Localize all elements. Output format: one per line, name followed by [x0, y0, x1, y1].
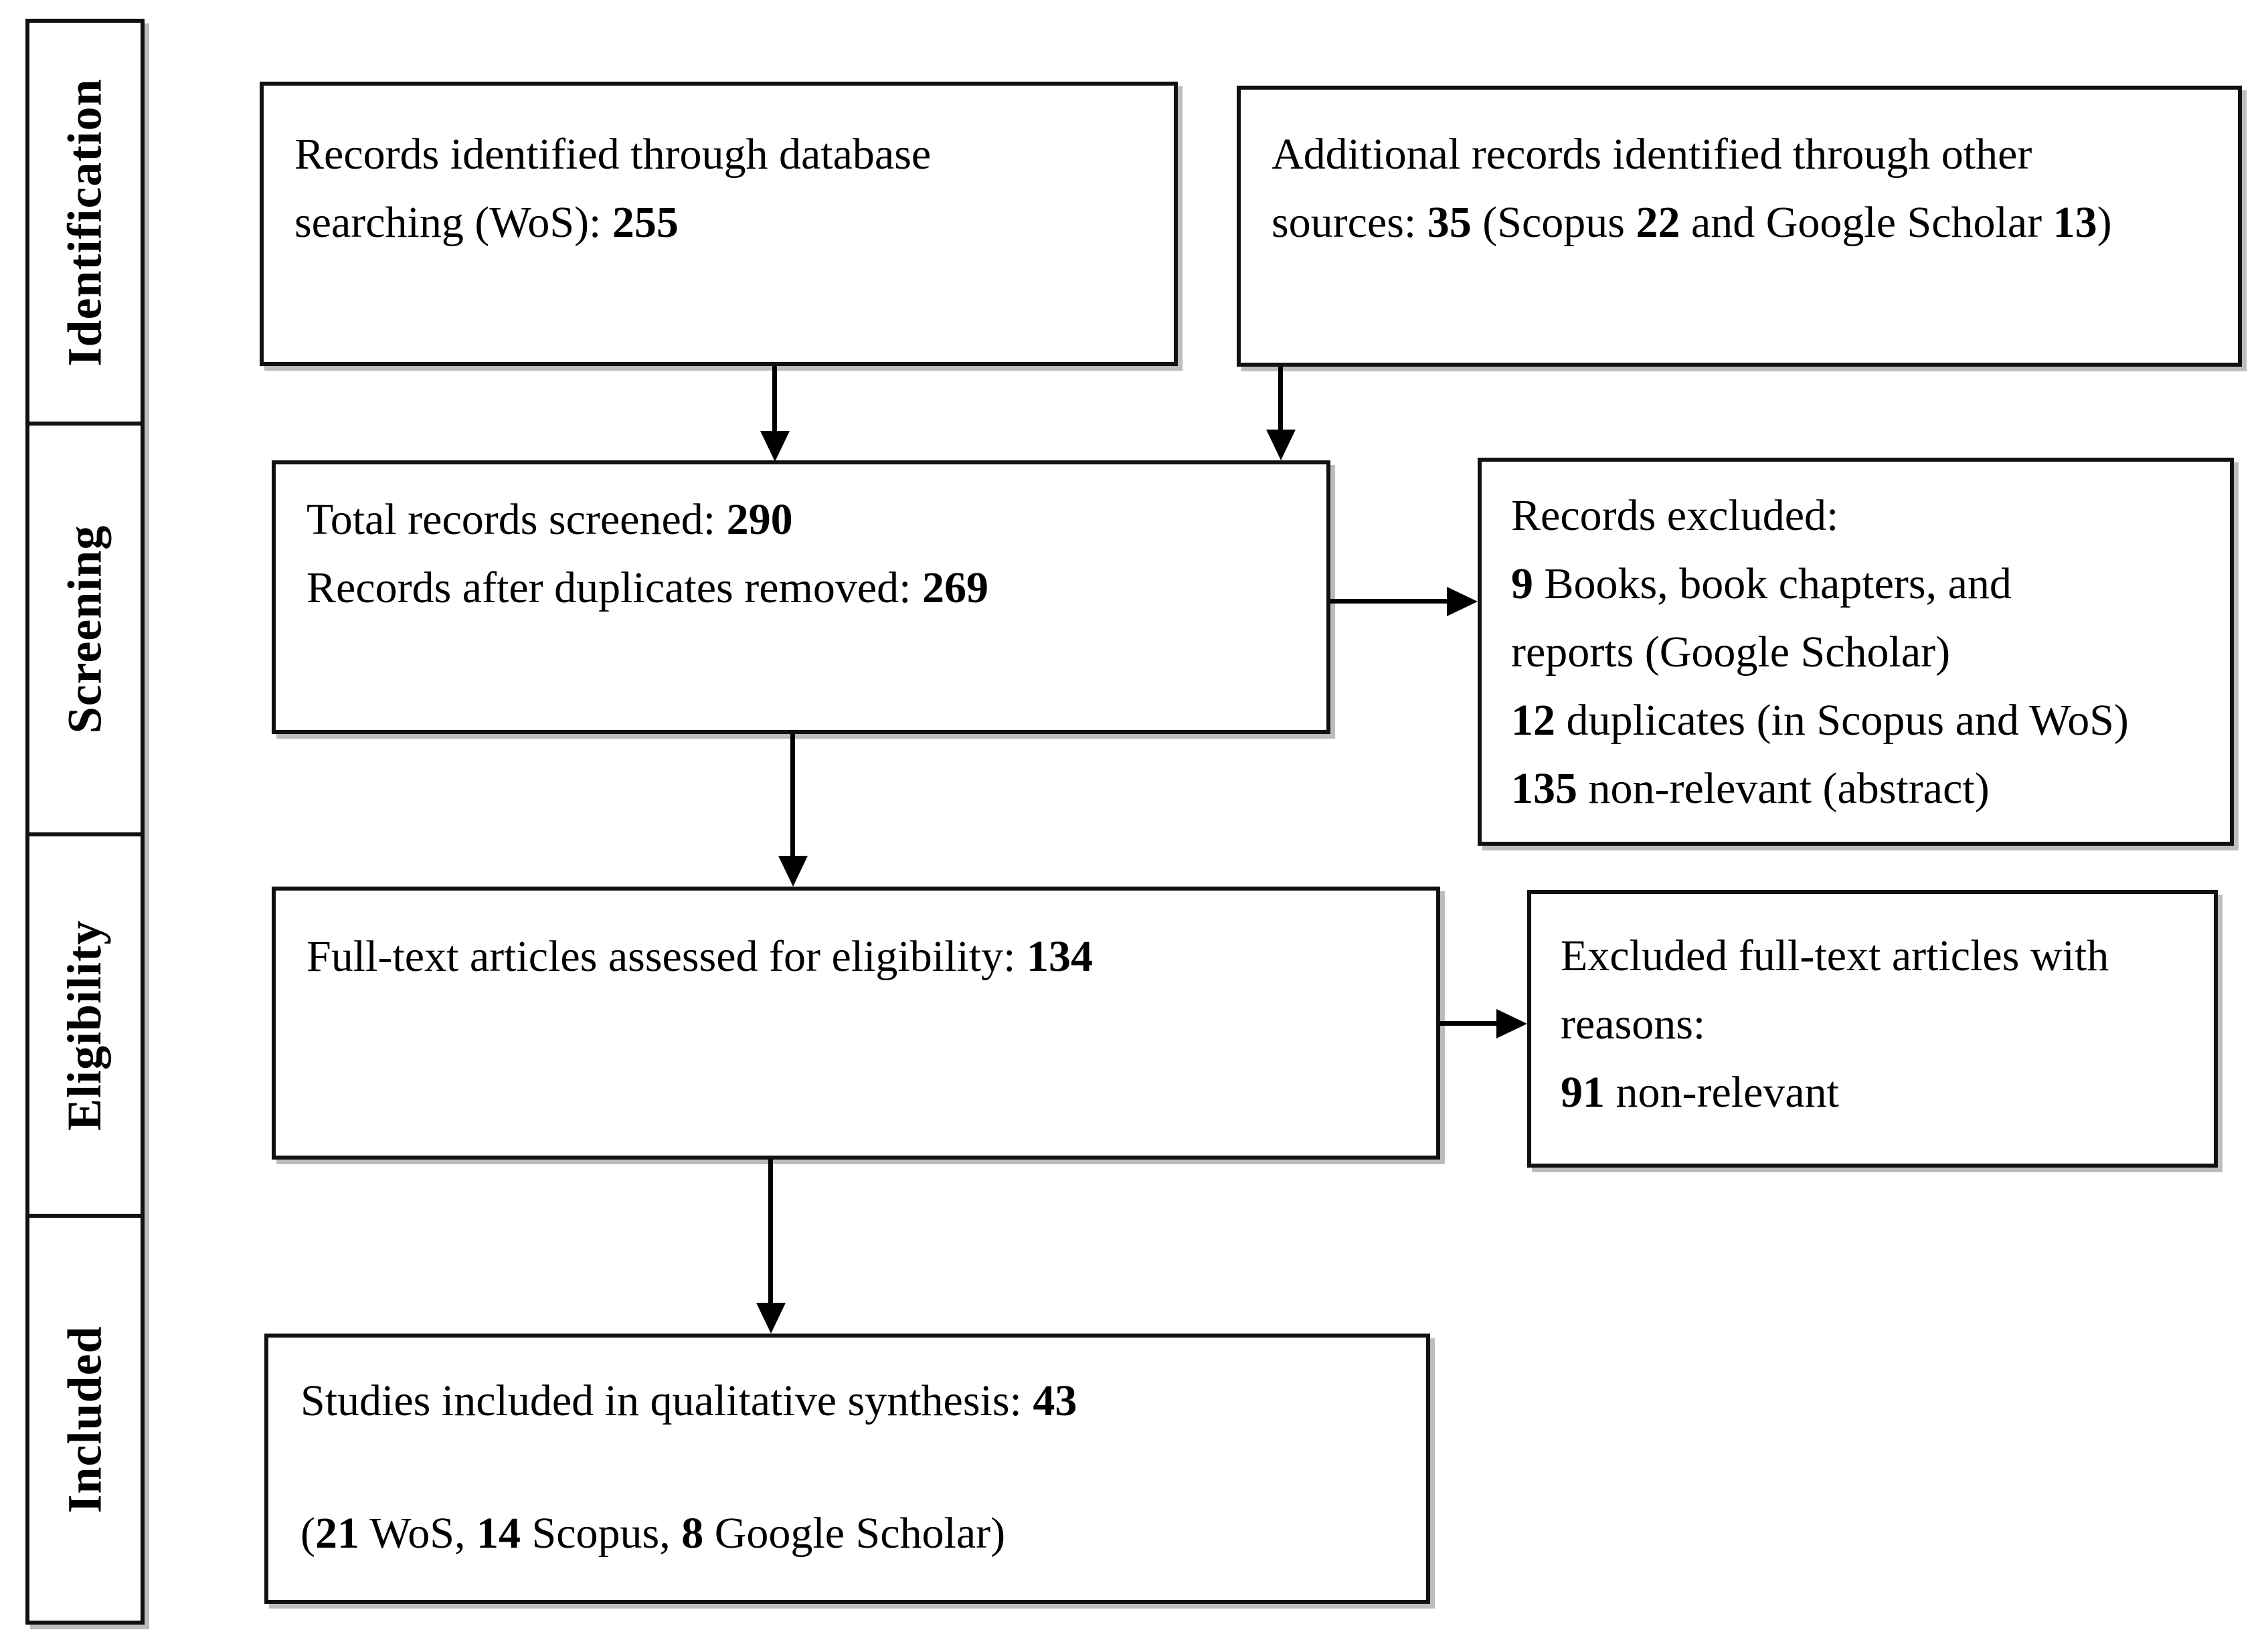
- phase-label-identification: Identification: [58, 78, 112, 367]
- box-text-line: Full-text articles assessed for eligibil…: [307, 932, 1093, 981]
- box-fulltext-excluded: Excluded full-text articles with reasons…: [1527, 890, 2218, 1168]
- arrow-head-down-icon: [756, 1303, 786, 1334]
- phase-cell-screening: Screening: [29, 426, 141, 836]
- box-text-line: searching (WoS): 255: [294, 198, 679, 247]
- box-text-line: Studies included in qualitative synthesi…: [300, 1376, 1077, 1425]
- box-text-line: Total records screened: 290: [307, 495, 793, 544]
- box-text-line: reasons:: [1561, 1000, 1706, 1049]
- phase-cell-included: Included: [29, 1218, 141, 1621]
- arrow-head-down-icon: [1266, 430, 1296, 460]
- box-fulltext-assessed: Full-text articles assessed for eligibil…: [272, 887, 1440, 1160]
- arrow-head-right-icon: [1496, 1009, 1527, 1038]
- arrow-head-down-icon: [778, 856, 808, 887]
- box-text-line: Records excluded:: [1511, 491, 1839, 540]
- box-records-screened: Total records screened: 290 Records afte…: [272, 460, 1330, 734]
- box-text-line: Records after duplicates removed: 269: [307, 563, 988, 612]
- arrow-shaft: [1278, 367, 1283, 431]
- box-text-line: (21 WoS, 14 Scopus, 8 Google Scholar): [300, 1509, 1006, 1558]
- arrow-shaft: [1440, 1021, 1498, 1026]
- box-additional-records: Additional records identified through ot…: [1237, 86, 2242, 367]
- box-text-line: Excluded full-text articles with: [1561, 931, 2109, 980]
- phase-label-screening: Screening: [58, 525, 112, 733]
- box-text-line: 12 duplicates (in Scopus and WoS): [1511, 696, 2129, 745]
- box-text-line: 9 Books, book chapters, and: [1511, 559, 2012, 608]
- box-studies-included: Studies included in qualitative synthesi…: [264, 1334, 1430, 1604]
- phase-label-included: Included: [58, 1325, 112, 1514]
- arrow-shaft: [1330, 599, 1448, 604]
- arrow-shaft: [772, 366, 777, 433]
- arrow-head-down-icon: [760, 431, 790, 462]
- arrow-shaft: [768, 1160, 773, 1304]
- phase-sidebar: Identification Screening Eligibility Inc…: [25, 19, 145, 1625]
- box-text-line: sources: 35 (Scopus 22 and Google Schola…: [1272, 198, 2112, 247]
- box-text-line: Additional records identified through ot…: [1272, 130, 2032, 179]
- box-records-excluded: Records excluded: 9 Books, book chapters…: [1478, 458, 2234, 846]
- phase-cell-identification: Identification: [29, 23, 141, 426]
- phase-label-eligibility: Eligibility: [58, 919, 112, 1131]
- box-records-identified: Records identified through database sear…: [260, 82, 1178, 366]
- phase-cell-eligibility: Eligibility: [29, 836, 141, 1218]
- arrow-shaft: [790, 734, 795, 857]
- box-text-line: Records identified through database: [294, 130, 932, 179]
- box-text-line: 91 non-relevant: [1561, 1068, 1840, 1117]
- box-text-line: reports (Google Scholar): [1511, 628, 1951, 676]
- box-text-line: 135 non-relevant (abstract): [1511, 764, 1990, 813]
- arrow-head-right-icon: [1447, 587, 1478, 616]
